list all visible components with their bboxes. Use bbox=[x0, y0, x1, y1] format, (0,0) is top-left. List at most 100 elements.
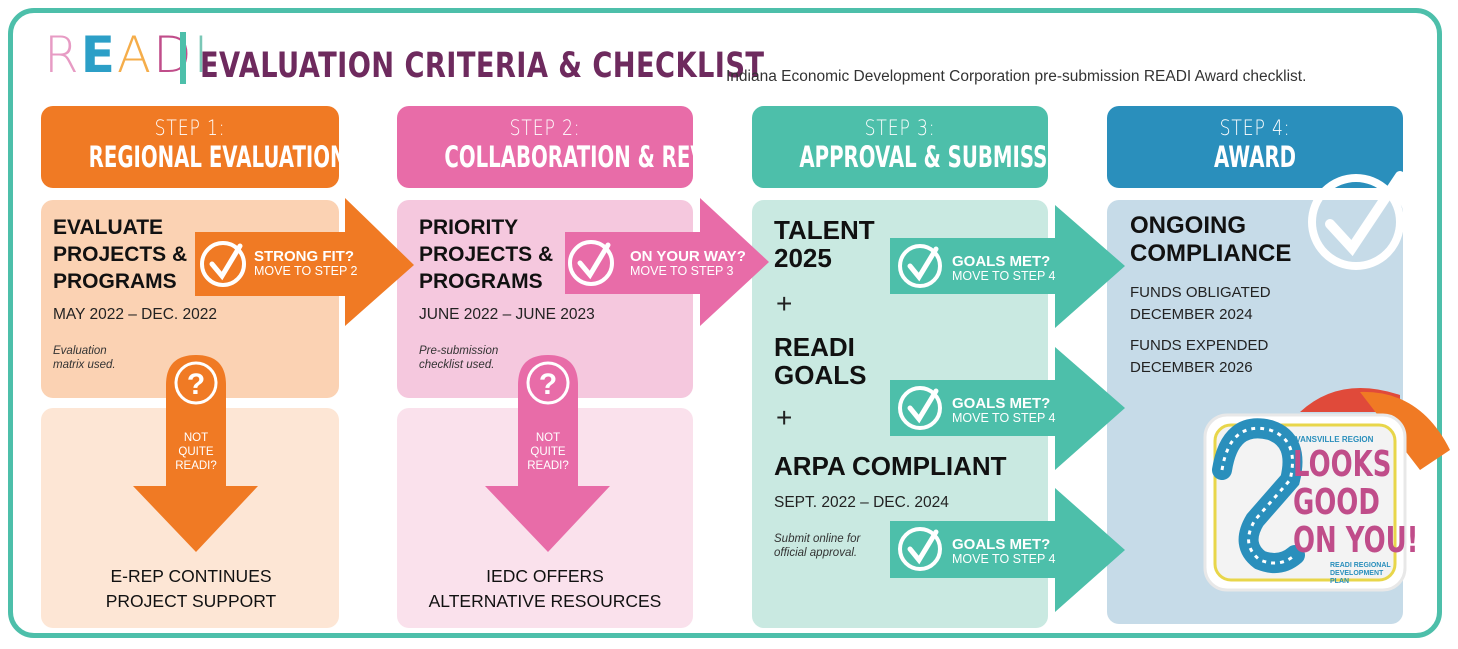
step3-arrow-1-subtitle: MOVE TO STEP 4 bbox=[952, 269, 1056, 283]
step1-arrow-label: STRONG FIT? MOVE TO STEP 2 bbox=[254, 249, 358, 279]
badge-slogan-line3: ON YOU! bbox=[1293, 520, 1419, 561]
step4-name: AWARD bbox=[1213, 140, 1297, 174]
step3-arrow-3 bbox=[890, 488, 1125, 612]
logo-divider bbox=[180, 32, 186, 84]
step2-note-line1: Pre-submission bbox=[419, 345, 499, 357]
step4-label: STEP 4: bbox=[1219, 116, 1291, 140]
step3-arrow-2-mark bbox=[907, 388, 939, 424]
step2-outcome: IEDC OFFERS ALTERNATIVE RESOURCES bbox=[395, 564, 695, 614]
step3-arrow-3-subtitle: MOVE TO STEP 4 bbox=[952, 552, 1056, 566]
step3-note-line1: Submit online for bbox=[774, 533, 861, 545]
badge-plan-line1: READI REGIONAL bbox=[1330, 562, 1391, 569]
step2-down-arrow bbox=[485, 355, 610, 552]
step4-fact1-line2: DECEMBER 2024 bbox=[1130, 306, 1253, 323]
badge-plan-line3: PLAN bbox=[1330, 578, 1350, 585]
step3-arrow-1-mark bbox=[907, 246, 939, 282]
step2-heading-line3: PROGRAMS bbox=[419, 270, 543, 293]
step3-note: Submit online for official approval. bbox=[774, 532, 860, 560]
award-check-mark bbox=[1325, 171, 1405, 257]
page-title: EVALUATION CRITERIA & CHECKLIST bbox=[200, 46, 765, 86]
step4-fact1-line1: FUNDS OBLIGATED bbox=[1130, 284, 1271, 301]
badge-plan-line2: DEVELOPMENT bbox=[1330, 570, 1384, 577]
step1-outcome-line1: E-REP CONTINUES bbox=[110, 566, 272, 586]
step3-header: STEP 3: APPROVAL & SUBMISSION bbox=[752, 106, 1088, 188]
step3-arrow-1 bbox=[890, 205, 1125, 328]
step4-heading-line1: ONGOING bbox=[1130, 212, 1247, 239]
step3-arrow-3-check bbox=[898, 527, 942, 571]
badge-slogan: LOOKS GOOD ON YOU! bbox=[1293, 446, 1419, 560]
step2-check-circle bbox=[568, 240, 614, 286]
award-check-circle bbox=[1308, 174, 1404, 270]
logo-letter-r: R bbox=[44, 26, 81, 84]
step1-forward-arrow bbox=[195, 198, 414, 326]
step2-down-label: NOT QUITE READI? bbox=[513, 431, 583, 473]
step2-arrow-title: ON YOUR WAY? bbox=[630, 248, 746, 265]
badge-slogan-line2: GOOD bbox=[1293, 482, 1380, 523]
step1-heading-line1: EVALUATE bbox=[53, 216, 164, 239]
step3-arrow-1-check bbox=[898, 244, 942, 288]
step3-item-talent-line1: TALENT bbox=[774, 215, 875, 245]
step4-funds-obligated: FUNDS OBLIGATED DECEMBER 2024 bbox=[1130, 282, 1271, 326]
step4-fact2-line1: FUNDS EXPENDED bbox=[1130, 337, 1269, 354]
step1-date: MAY 2022 – DEC. 2022 bbox=[53, 306, 217, 323]
step2-forward-arrow bbox=[565, 198, 769, 326]
step1-down-line3: READI? bbox=[175, 460, 217, 472]
step1-outcome-line2: PROJECT SUPPORT bbox=[105, 591, 277, 611]
step1-arrow-title: STRONG FIT? bbox=[254, 248, 354, 265]
step2-date: JUNE 2022 – JUNE 2023 bbox=[419, 306, 595, 323]
step3-item-talent: TALENT 2025 bbox=[774, 216, 875, 272]
step3-arrow-3-title: GOALS MET? bbox=[952, 536, 1051, 553]
step3-arrow-2-subtitle: MOVE TO STEP 4 bbox=[952, 411, 1056, 425]
step2-outcome-line2: ALTERNATIVE RESOURCES bbox=[428, 591, 662, 611]
step3-arrow-3-mark bbox=[907, 529, 939, 565]
step3-arrow-2 bbox=[890, 347, 1125, 470]
step1-question-mark: ? bbox=[187, 368, 205, 401]
readi-logo: R E A D I bbox=[44, 26, 210, 84]
step3-item-arpa: ARPA COMPLIANT bbox=[774, 451, 1007, 481]
step2-arrow-subtitle: MOVE TO STEP 3 bbox=[630, 264, 734, 278]
badge-plan-text: READI REGIONAL DEVELOPMENT PLAN bbox=[1330, 562, 1391, 586]
step1-label: STEP 1: bbox=[154, 116, 226, 140]
step1-header: STEP 1: REGIONAL EVALUATION bbox=[41, 106, 347, 188]
logo-letter-i: I bbox=[193, 26, 211, 84]
step3-item-readi-goals: READI GOALS bbox=[774, 333, 866, 389]
step3-arrow-2-check bbox=[898, 386, 942, 430]
step4-fact2-line2: DECEMBER 2026 bbox=[1130, 359, 1253, 376]
step3-item-talent-line2: 2025 bbox=[774, 243, 832, 273]
step3-plus-1: + bbox=[776, 288, 793, 319]
step1-check-circle bbox=[200, 241, 246, 287]
step4-funds-expended: FUNDS EXPENDED DECEMBER 2026 bbox=[1130, 335, 1268, 379]
step1-down-label: NOT QUITE READI? bbox=[161, 431, 231, 473]
step2-arrow-label: ON YOUR WAY? MOVE TO STEP 3 bbox=[630, 249, 746, 279]
step1-heading: EVALUATE PROJECTS & PROGRAMS bbox=[53, 214, 187, 295]
step1-down-arrow bbox=[133, 355, 258, 552]
step3-arrow-2-label: GOALS MET? MOVE TO STEP 4 bbox=[952, 396, 1056, 426]
step1-note: Evaluation matrix used. bbox=[53, 344, 116, 372]
logo-letter-e: E bbox=[80, 26, 117, 84]
step3-note-line2: official approval. bbox=[774, 547, 858, 559]
step3-arrow-3-label: GOALS MET? MOVE TO STEP 4 bbox=[952, 537, 1056, 567]
step2-note: Pre-submission checklist used. bbox=[419, 344, 498, 372]
step1-heading-line3: PROGRAMS bbox=[53, 270, 177, 293]
step1-heading-line2: PROJECTS & bbox=[53, 243, 188, 266]
step2-question-mark: ? bbox=[539, 368, 557, 401]
step3-label: STEP 3: bbox=[864, 116, 936, 140]
step2-label: STEP 2: bbox=[509, 116, 581, 140]
step1-down-line1: NOT bbox=[183, 432, 209, 444]
step1-question-circle bbox=[174, 361, 218, 405]
step3-arrow-1-label: GOALS MET? MOVE TO STEP 4 bbox=[952, 254, 1056, 284]
step3-item-readi-line1: READI bbox=[774, 332, 855, 362]
step1-down-line2: QUITE bbox=[178, 446, 214, 458]
step2-heading-line1: PRIORITY bbox=[419, 216, 519, 239]
step1-note-line1: Evaluation bbox=[53, 345, 107, 357]
badge-graphic bbox=[1203, 387, 1450, 592]
step3-item-readi-line2: GOALS bbox=[774, 360, 867, 390]
step2-down-line2: QUITE bbox=[530, 446, 566, 458]
badge-region: EVANSVILLE REGION bbox=[1290, 435, 1374, 444]
step3-arrow-2-title: GOALS MET? bbox=[952, 395, 1051, 412]
logo-letter-a: A bbox=[116, 26, 154, 84]
step3-date: SEPT. 2022 – DEC. 2024 bbox=[774, 494, 949, 511]
step4-heading: ONGOING COMPLIANCE bbox=[1130, 212, 1291, 268]
step2-heading: PRIORITY PROJECTS & PROGRAMS bbox=[419, 214, 553, 295]
